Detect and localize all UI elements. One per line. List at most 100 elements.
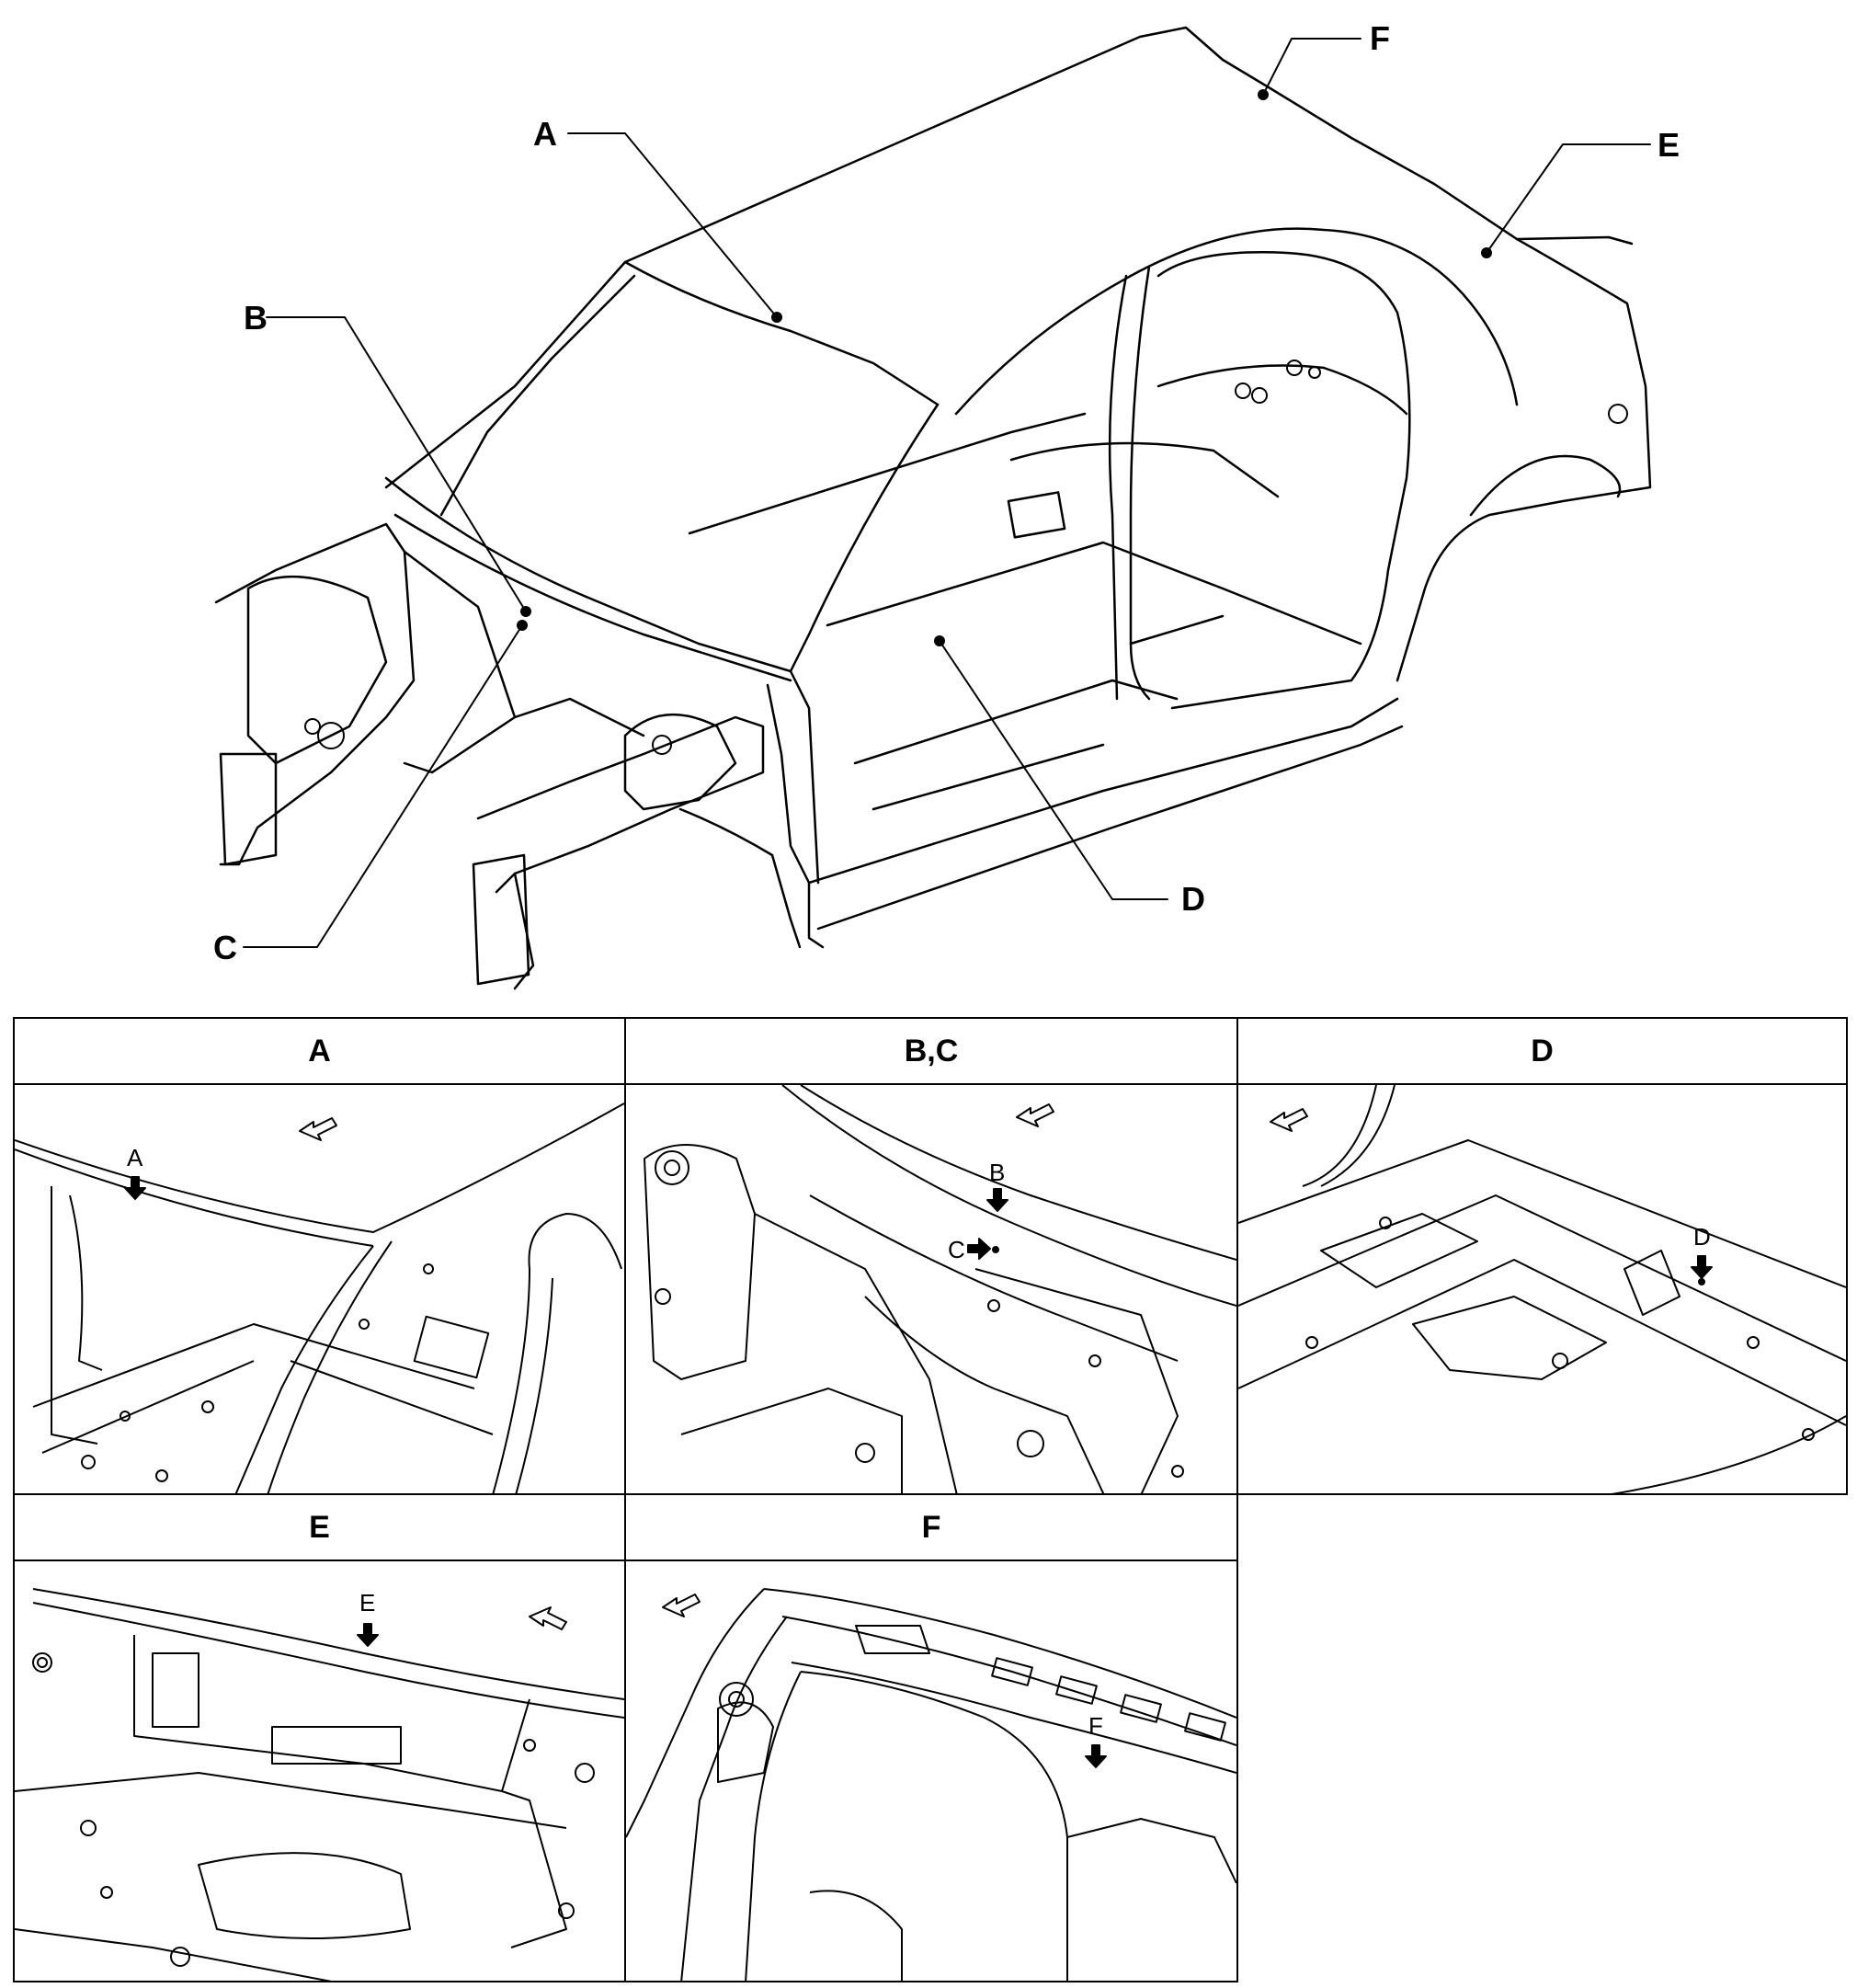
- left-front-rail: [214, 522, 416, 866]
- hinge-pillar-outer: [766, 683, 811, 885]
- right-front-rail: [476, 715, 765, 894]
- hole-marks: [304, 360, 1628, 755]
- callout-leaders: [243, 38, 1651, 948]
- pillar-inner: [680, 1616, 788, 1981]
- right-strut-tower: [623, 713, 737, 811]
- door-opening-left: [745, 1671, 802, 1981]
- rail-panel: [864, 1296, 1105, 1493]
- rear-door-opening: [1156, 251, 1411, 710]
- floor-rail-3: [290, 1360, 494, 1435]
- detail-panel-d-view: D: [1238, 1085, 1846, 1493]
- callout-e: E: [1658, 126, 1680, 164]
- left-frame-bracket: [219, 752, 278, 866]
- roof-rail-3: [791, 1662, 1236, 1774]
- detail-panel-a-title: A: [15, 1019, 624, 1085]
- marker-dot-d: [1698, 1278, 1705, 1285]
- detail-panel-bc: B,C B: [624, 1017, 1238, 1495]
- panel-rect-2: [271, 1726, 402, 1765]
- lower-structure-2: [809, 1890, 903, 1981]
- door-frame: [492, 1213, 622, 1493]
- rear-quarter: [1396, 237, 1652, 682]
- detail-a-holes: [81, 1263, 434, 1482]
- marker-dot-c: [992, 1246, 999, 1253]
- rear-wheel-arch: [1469, 454, 1622, 517]
- a-pillar-left: [384, 260, 627, 489]
- detail-e-marker-label: E: [359, 1589, 376, 1617]
- detail-panel-bc-view: B C: [626, 1085, 1236, 1493]
- detail-f-drawing: [626, 1588, 1236, 1981]
- side-sill-lower: [816, 725, 1404, 931]
- callout-dots: [517, 89, 1492, 646]
- callout-d: D: [1181, 880, 1205, 918]
- detail-views-grid: A A: [13, 1017, 1848, 1982]
- roof-edge-line-2: [15, 1148, 374, 1247]
- detail-d-holes: [1305, 1217, 1815, 1441]
- detail-panel-f-title: F: [626, 1495, 1236, 1561]
- strut-tower: [644, 1144, 756, 1380]
- lower-structure: [1066, 1818, 1236, 1884]
- rail-bracket: [855, 1625, 930, 1654]
- seat-crossmember: [1412, 1296, 1607, 1380]
- door-frame-inner: [515, 1277, 553, 1493]
- detail-panel-a-view: A: [15, 1085, 624, 1493]
- pillar-outer: [626, 1588, 765, 1838]
- right-frame-bracket: [472, 853, 530, 986]
- body-in-white-drawing: [214, 26, 1652, 990]
- hinge-bracket: [717, 1701, 774, 1783]
- detail-panel-d: D D: [1236, 1017, 1848, 1495]
- sill-end: [807, 881, 825, 949]
- marker-arrow-b-icon: [986, 1188, 1008, 1212]
- callout-c: C: [213, 929, 237, 966]
- bracket: [1623, 1250, 1680, 1316]
- door-opening-edge-2: [1302, 1085, 1377, 1187]
- main-body-view: A B C D E F: [213, 19, 1680, 990]
- detail-bc-holes: [655, 1288, 1184, 1478]
- rear-floor: [1156, 364, 1408, 416]
- trunk-floor: [15, 1772, 567, 1829]
- cowl-top-line: [781, 1085, 1236, 1307]
- detail-d-marker-label: D: [1693, 1223, 1711, 1251]
- pillar-hole-inner: [728, 1691, 745, 1708]
- floor-panel: [826, 541, 1362, 646]
- rear-panel-edge: [1611, 1415, 1846, 1493]
- detail-a-marker-label: A: [127, 1144, 143, 1171]
- detail-d-drawing: [1238, 1085, 1846, 1493]
- floor-cutout: [1007, 491, 1066, 539]
- a-pillar-curve: [234, 1245, 374, 1493]
- side-sill-upper: [807, 697, 1399, 885]
- detail-e-drawing: [15, 1588, 624, 1981]
- rear-seat-panel: [1009, 441, 1280, 498]
- right-apron: [513, 697, 645, 737]
- roof-edge-line: [15, 1103, 624, 1233]
- side-aperture-front: [954, 227, 1519, 416]
- direction-arrow-icon: [1016, 1103, 1054, 1127]
- detail-bc-marker-b-label: B: [989, 1159, 1006, 1186]
- callout-f: F: [1370, 19, 1390, 57]
- right-rail-lower: [513, 872, 535, 990]
- rear-panel-top: [32, 1588, 624, 1700]
- detail-panel-e-view: E: [15, 1561, 624, 1981]
- roof-rail-2: [781, 1616, 1236, 1746]
- apron-panel: [754, 1213, 958, 1493]
- floor-rail-2: [41, 1360, 255, 1454]
- detail-a-drawing: [15, 1103, 624, 1493]
- cowl-lower: [393, 513, 792, 682]
- direction-arrow-icon: [1270, 1108, 1308, 1132]
- floor-lower: [15, 1928, 332, 1981]
- door-opening-edge: [1320, 1085, 1396, 1187]
- marker-arrow-d-icon: [1691, 1255, 1713, 1279]
- strut-mount-hole-inner: [664, 1160, 680, 1176]
- floor-long-2: [1238, 1194, 1846, 1362]
- lower-rail: [680, 1388, 903, 1493]
- cowl-top-line-2: [800, 1085, 1236, 1261]
- rear-crossmember: [133, 1635, 530, 1792]
- pillar-left: [51, 1186, 98, 1445]
- floor-crossmember-1: [853, 679, 1179, 765]
- floor-long-3: [1238, 1259, 1846, 1426]
- a-pillar-curve-inner: [267, 1240, 393, 1493]
- a-pillar-right: [789, 403, 940, 673]
- cowl-lower-line: [809, 1194, 1179, 1362]
- marker-arrow-a-icon: [124, 1176, 146, 1200]
- direction-arrow-icon: [529, 1606, 567, 1630]
- direction-arrow-icon: [299, 1117, 337, 1141]
